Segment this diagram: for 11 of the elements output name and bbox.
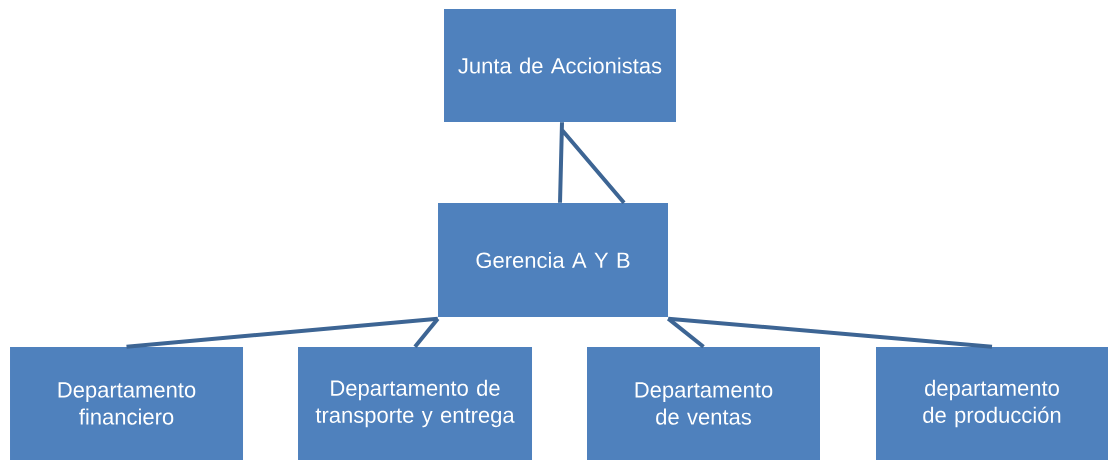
org-box: Gerencia A Y B xyxy=(438,203,668,317)
org-box: Departamento de ventas xyxy=(587,347,820,460)
connector-line xyxy=(413,317,440,349)
connector-line xyxy=(558,120,626,205)
connector-line xyxy=(666,317,705,349)
connector-line xyxy=(126,316,438,349)
org-box: Departamento de transporte y entrega xyxy=(298,347,532,460)
org-box: Junta de Accionistas xyxy=(444,9,676,122)
org-box: departamento de producción xyxy=(876,347,1108,460)
org-box: Departamento financiero xyxy=(10,347,243,460)
connector-line xyxy=(668,316,993,349)
